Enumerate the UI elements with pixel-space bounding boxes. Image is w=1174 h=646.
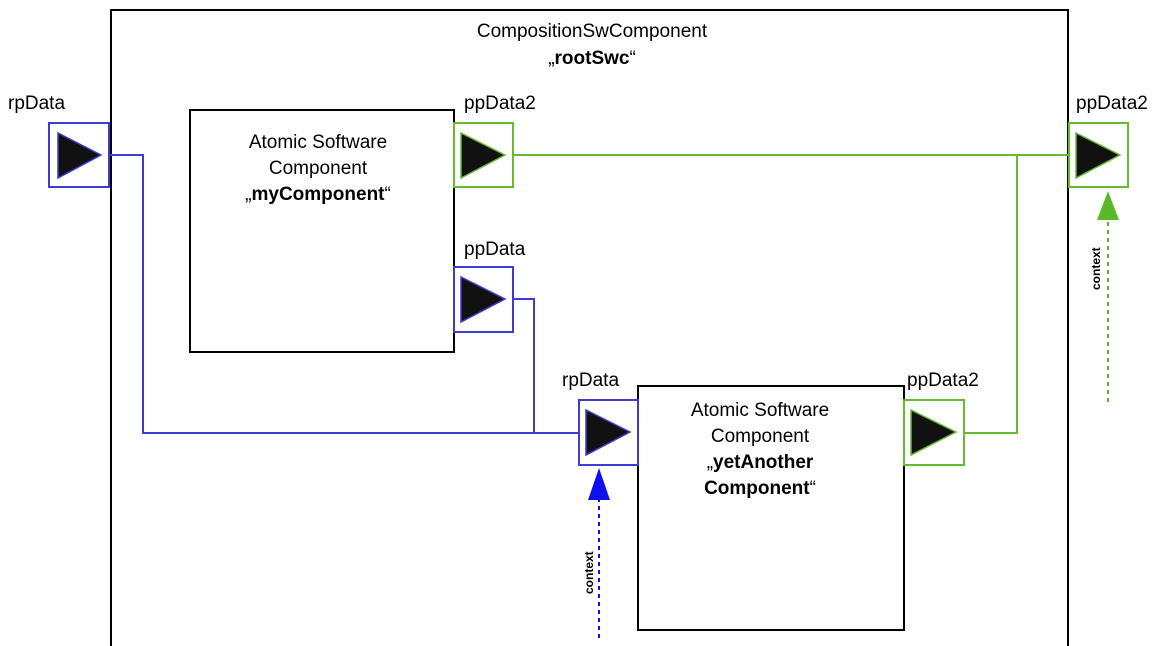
component-yet-line2: Component (711, 426, 810, 447)
context-label-blue: context (582, 551, 596, 594)
composition-border (110, 9, 1069, 646)
connector-yet-pp2-to-outer-pp2 (964, 155, 1018, 434)
port-outer-rpdata-label: rpData (8, 93, 65, 114)
connector-outer-rp-to-yet-rp (109, 154, 579, 434)
composition-name: „rootSwc“ (548, 48, 636, 69)
port-outer-ppdata2 (1068, 122, 1129, 188)
port-my-ppdata-label: ppData (464, 239, 526, 260)
context-arrow-green-head (1097, 191, 1119, 220)
component-my-box (189, 109, 455, 353)
port-outer-rpdata (48, 122, 110, 188)
component-yet-name-line1: „yetAnother (707, 452, 814, 473)
composition-type-label: CompositionSwComponent (477, 21, 708, 42)
component-my-line2: Component (269, 158, 368, 179)
port-yet-ppdata2-label: ppData2 (907, 370, 979, 391)
context-label-green: context (1089, 247, 1103, 290)
port-my-ppdata (453, 266, 514, 333)
connector-my-pp-to-yet-rp (513, 298, 535, 433)
port-yet-ppdata2 (903, 399, 965, 466)
port-outer-ppdata2-label: ppData2 (1076, 93, 1148, 114)
port-my-ppdata2 (453, 122, 514, 188)
port-yet-rpdata (578, 399, 639, 466)
component-yet-name-line2: Component“ (704, 478, 816, 499)
component-my-name: „myComponent“ (245, 184, 391, 205)
context-arrow-blue-head (588, 468, 610, 500)
port-yet-rpdata-label: rpData (562, 370, 619, 391)
component-yet-line1: Atomic Software (691, 400, 829, 421)
port-my-ppdata2-label: ppData2 (464, 93, 536, 114)
component-yet-box (637, 385, 905, 631)
component-my-line1: Atomic Software (249, 132, 387, 153)
